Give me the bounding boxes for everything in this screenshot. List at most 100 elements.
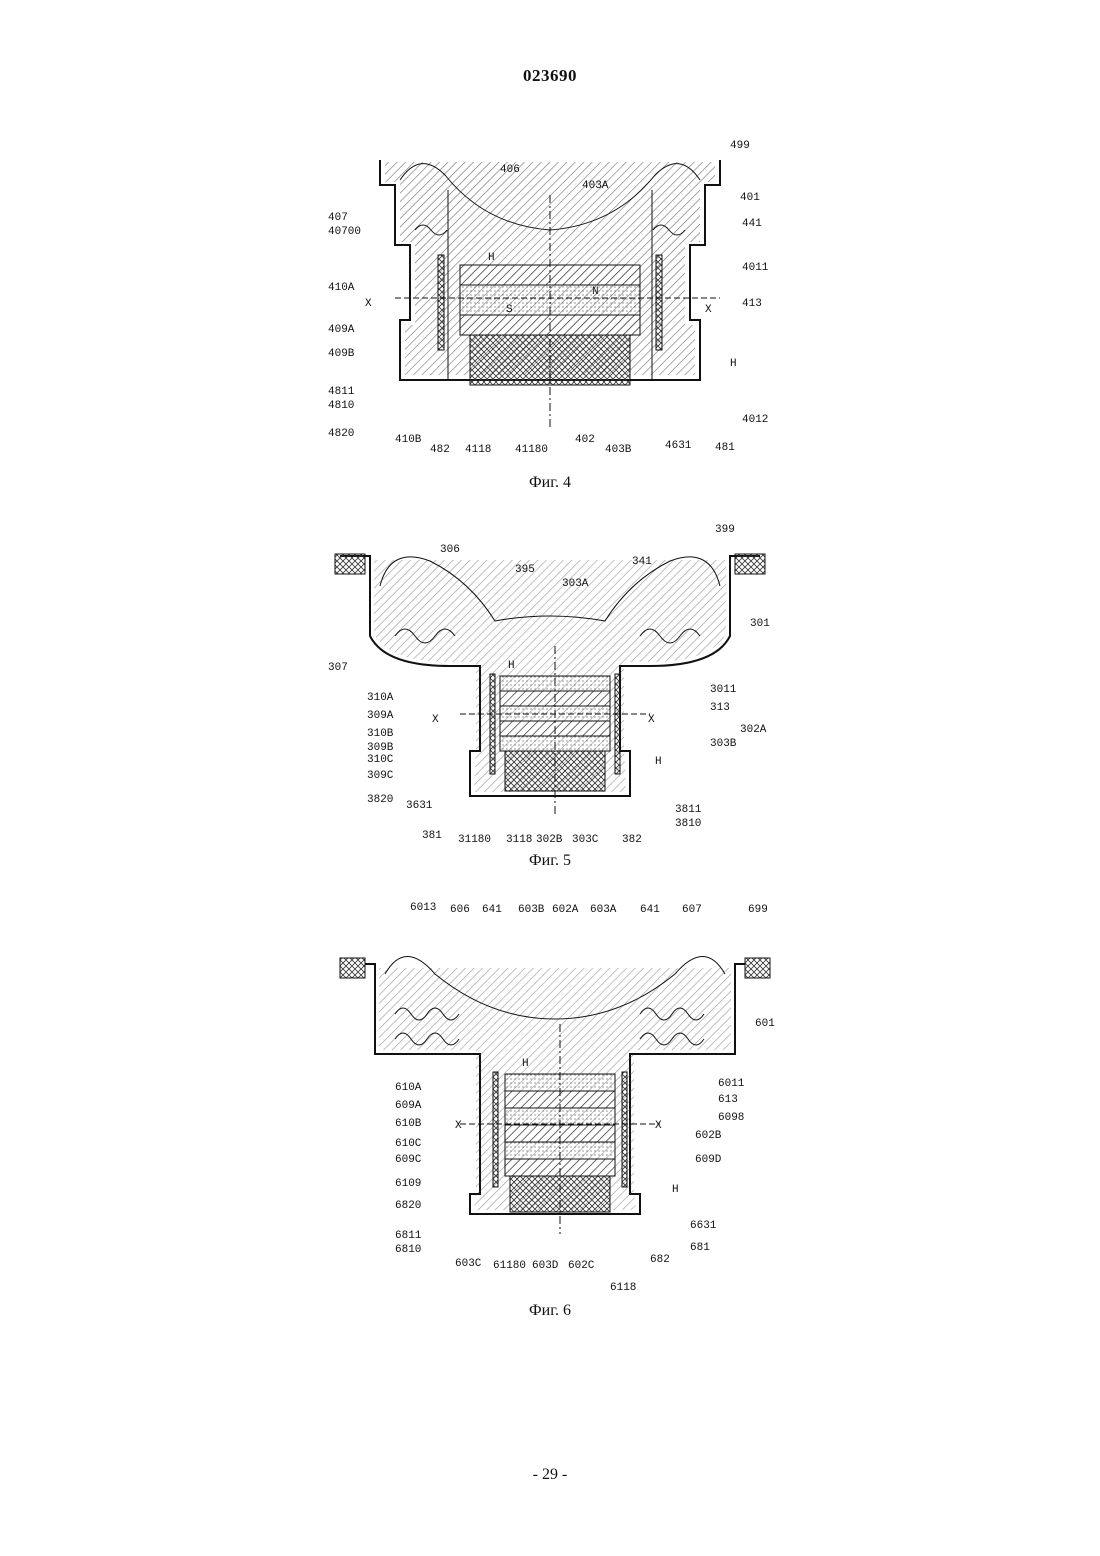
fig5-label-29: 382	[622, 834, 642, 846]
fig5-label-20: 3820	[367, 794, 393, 806]
fig6-label-7: 607	[682, 904, 702, 916]
fig6-label-11: 6011	[718, 1078, 745, 1090]
fig6-label-8: 699	[748, 904, 768, 916]
figure-6-drawing: 6013 606 641 603B 602A 603A 641 607 699 …	[310, 894, 790, 1294]
fig5-label-22: 3811	[675, 804, 702, 816]
fig4-label-8: 410A	[328, 282, 355, 294]
fig4-label-19: 4118	[465, 444, 491, 456]
fig5-label-10: 309A	[367, 710, 394, 722]
fig6-label-10: 610A	[395, 1082, 422, 1094]
fig4-label-14: 4811	[328, 386, 355, 398]
fig4-label-16: 4820	[328, 428, 354, 440]
fig6-label-3: 603B	[518, 904, 545, 916]
fig6-label-30: 61180	[493, 1260, 526, 1272]
fig5-label-26: 3118	[506, 834, 532, 846]
fig6-label-28: 681	[690, 1242, 710, 1254]
fig4-label-6: 441	[742, 218, 762, 230]
fig6-label-2: 641	[482, 904, 502, 916]
figure-5-drawing: 399 306 395 303A 341 301 307 3011 310A 3…	[310, 516, 790, 846]
fig4-label-25: 4012	[742, 414, 768, 426]
figure-6: 6013 606 641 603B 602A 603A 641 607 699 …	[0, 894, 1100, 1294]
fig5-label-25: 31180	[458, 834, 491, 846]
fig4-label-29: S	[506, 304, 513, 316]
fig6-label-13: 613	[718, 1094, 738, 1106]
fig4-label-13: X	[705, 304, 712, 316]
page-number: - 29 -	[0, 1466, 1100, 1484]
fig5-label-15: 303B	[710, 738, 737, 750]
fig6-label-25: 6631	[690, 1220, 717, 1232]
fig4-label-3: 401	[740, 192, 760, 204]
fig4-label-20: 41180	[515, 444, 548, 456]
figure-6-caption: Фиг. 6	[0, 1302, 1100, 1320]
fig6-label-15: 6098	[718, 1112, 744, 1124]
fig4-label-21: 402	[575, 434, 595, 446]
fig5-label-13: X	[648, 714, 655, 726]
figure-5-caption: Фиг. 5	[0, 852, 1100, 870]
fig4-label-27: H	[730, 358, 737, 370]
fig6-label-34: 6118	[610, 1282, 636, 1294]
fig4-label-28: N	[592, 286, 599, 298]
fig6-label-21: 609D	[695, 1154, 722, 1166]
fig5-label-21: 3631	[406, 800, 433, 812]
fig6-label-32: 602C	[568, 1260, 595, 1272]
fig4-label-18: 482	[430, 444, 450, 456]
fig5-label-5: 301	[750, 618, 770, 630]
fig5-label-23: 3810	[675, 818, 701, 830]
fig5-label-2: 395	[515, 564, 535, 576]
fig6-label-19: 602B	[695, 1130, 722, 1142]
fig4-label-23: 4631	[665, 440, 692, 452]
fig5-label-6: 307	[328, 662, 348, 674]
fig4-label-12: 413	[742, 298, 762, 310]
fig4-label-4: 407	[328, 212, 348, 224]
fig6-label-31: 603D	[532, 1260, 559, 1272]
fig4-label-2: 403A	[582, 180, 609, 192]
fig5-label-9: 313	[710, 702, 730, 714]
fig5-label-12: X	[432, 714, 439, 726]
fig4-label-10: 409A	[328, 324, 355, 336]
fig5-label-27: 302B	[536, 834, 563, 846]
fig5-label-18: 309C	[367, 770, 394, 782]
fig4-label-9: X	[365, 298, 372, 310]
fig6-label-26: 6811	[395, 1230, 422, 1242]
fig5-label-24: 381	[422, 830, 442, 842]
fig5-label-7: 3011	[710, 684, 737, 696]
fig6-label-9: 601	[755, 1018, 775, 1030]
fig4-label-17: 410B	[395, 434, 422, 446]
fig5-label-11: 302A	[740, 724, 767, 736]
fig4-label-26: H	[488, 252, 495, 264]
figure-5: 399 306 395 303A 341 301 307 3011 310A 3…	[0, 516, 1100, 846]
fig5-label-0: 399	[715, 524, 735, 536]
fig6-label-29: 603C	[455, 1258, 482, 1270]
fig6-label-23: 6820	[395, 1200, 421, 1212]
figure-4-caption: Фиг. 4	[0, 474, 1100, 492]
fig4-label-11: 409B	[328, 348, 355, 360]
fig4-label-0: 499	[730, 140, 750, 152]
fig5-label-14: 310B	[367, 728, 394, 740]
fig6-label-14: 610B	[395, 1118, 422, 1130]
fig5-label-30: H	[508, 660, 515, 672]
fig6-label-17: X	[655, 1120, 662, 1132]
fig5-label-19: H	[655, 756, 662, 768]
figure-4: 499 406 403A 401 407 40700 441 4011 410A…	[0, 130, 1100, 470]
fig6-label-33: 682	[650, 1254, 670, 1266]
fig5-label-28: 303C	[572, 834, 599, 846]
fig5-label-1: 306	[440, 544, 460, 556]
fig4-label-15: 4810	[328, 400, 354, 412]
fig6-label-20: 609C	[395, 1154, 422, 1166]
fig6-label-24: H	[672, 1184, 679, 1196]
fig5-label-4: 341	[632, 556, 652, 568]
fig6-label-0: 6013	[410, 902, 436, 914]
fig6-label-18: 610C	[395, 1138, 422, 1150]
fig4-label-24: 481	[715, 442, 735, 454]
fig6-label-16: X	[455, 1120, 462, 1132]
fig6-label-1: 606	[450, 904, 470, 916]
fig6-label-5: 603A	[590, 904, 617, 916]
fig5-label-8: 310A	[367, 692, 394, 704]
fig6-label-22: 6109	[395, 1178, 421, 1190]
fig4-label-22: 403B	[605, 444, 632, 456]
fig5-label-17: 310C	[367, 754, 394, 766]
document-number: 023690	[0, 66, 1100, 86]
fig6-label-27: 6810	[395, 1244, 421, 1256]
fig6-label-6: 641	[640, 904, 660, 916]
fig4-label-5: 40700	[328, 226, 361, 238]
